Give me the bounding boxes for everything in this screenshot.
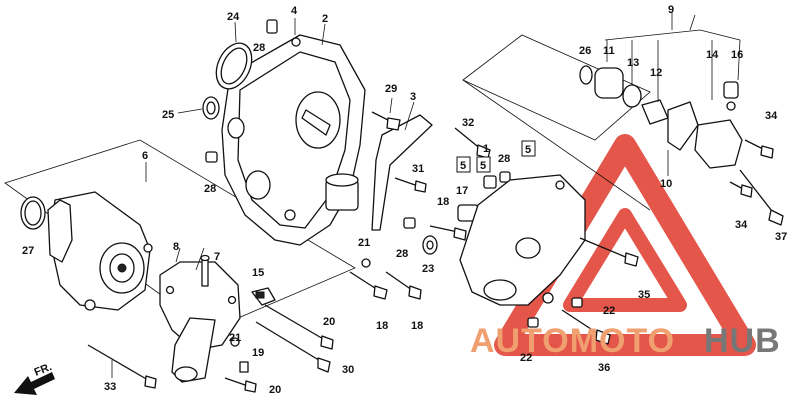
pump-cover	[159, 254, 241, 383]
bolts-lower-left	[87, 304, 334, 393]
callout-20-a: 20	[323, 316, 335, 328]
bolts-right	[561, 139, 784, 345]
callout-27: 27	[22, 245, 34, 257]
callout-1: 1	[483, 143, 489, 155]
callout-12: 12	[650, 67, 662, 79]
callout-11: 11	[603, 45, 615, 57]
gasket-3	[371, 114, 433, 231]
callout-24: 24	[227, 11, 240, 23]
callout-32: 32	[462, 117, 474, 129]
callout-13: 13	[627, 57, 639, 69]
callout-21-a: 21	[358, 237, 370, 249]
watermark-text: AUTOMOTO HUB	[470, 322, 781, 360]
callout-5-c: 5	[525, 144, 531, 156]
callout-22-a: 22	[603, 305, 615, 317]
callout-16: 16	[731, 49, 743, 61]
watermark-text-hub: HUB	[704, 322, 781, 360]
callout-20-b: 20	[269, 384, 281, 396]
callout-33: 33	[104, 381, 116, 393]
callout-35: 35	[638, 289, 650, 301]
callout-22-b: 22	[520, 352, 532, 364]
leader-lines	[111, 12, 741, 378]
callout-34-a: 34	[765, 110, 778, 122]
callout-18-b: 18	[376, 320, 388, 332]
crankcase-cover	[221, 34, 366, 246]
callout-5-b: 5	[480, 160, 486, 172]
thermostat-cover	[459, 174, 586, 328]
front-direction-arrow	[14, 372, 55, 395]
callout-30: 30	[342, 364, 354, 376]
callout-8: 8	[173, 241, 179, 253]
callout-31: 31	[412, 163, 424, 175]
callout-25: 25	[162, 109, 174, 121]
callout-23: 23	[422, 263, 434, 275]
callout-18-c: 18	[411, 320, 423, 332]
callout-10: 10	[660, 178, 672, 190]
callout-labels: 24 4 2 28 25 6 28 29 3 32 1 5 5 5 28 31 …	[22, 4, 787, 396]
callout-7: 7	[214, 251, 220, 263]
callout-5-box-b	[476, 156, 491, 173]
callout-19: 19	[252, 347, 264, 359]
clip-15	[251, 287, 276, 306]
callout-17: 17	[456, 185, 468, 197]
callout-14: 14	[706, 49, 719, 61]
section-frames	[4, 14, 741, 331]
callout-5-a: 5	[460, 160, 466, 172]
seals-upper	[202, 19, 416, 229]
callout-28-mid: 28	[498, 153, 510, 165]
callout-9: 9	[668, 4, 674, 16]
callout-29: 29	[385, 83, 397, 95]
callout-34-b: 34	[735, 219, 748, 231]
callout-5-box-c	[521, 140, 536, 157]
callout-36: 36	[598, 362, 610, 374]
callout-28-left: 28	[204, 183, 216, 195]
callout-28-b: 28	[396, 248, 408, 260]
callout-6: 6	[142, 150, 148, 162]
callout-5-box-a	[456, 156, 471, 173]
callout-15: 15	[252, 267, 264, 279]
callout-18-a: 18	[437, 196, 449, 208]
watermark-text-automoto: AUTOMOTO	[470, 322, 675, 360]
pump-body	[20, 191, 153, 311]
callout-2: 2	[322, 13, 328, 25]
thermostat-assembly	[579, 65, 743, 169]
callout-4: 4	[291, 5, 298, 17]
callout-3: 3	[410, 91, 416, 103]
callout-28-top: 28	[253, 42, 265, 54]
bolts-center	[349, 111, 491, 300]
callout-37: 37	[775, 231, 787, 243]
callout-21-b: 21	[229, 332, 241, 344]
callout-26: 26	[579, 45, 591, 57]
collars-1-17	[457, 171, 511, 222]
